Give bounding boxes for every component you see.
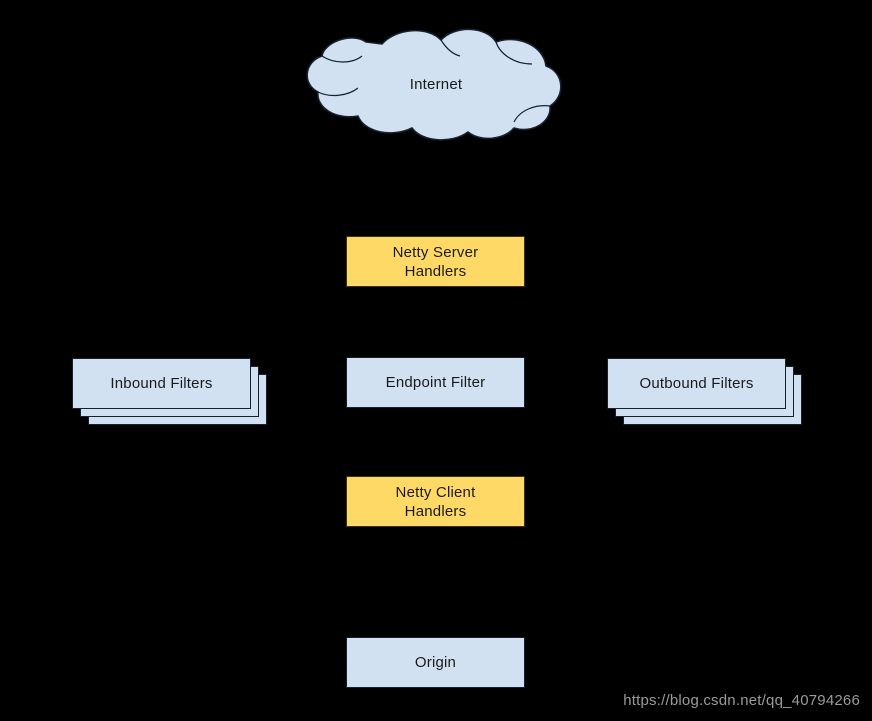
inbound-filters-layer-front[interactable]: Inbound Filters bbox=[72, 358, 251, 409]
node-origin[interactable]: Origin bbox=[346, 637, 525, 688]
node-inbound-filters[interactable]: Inbound Filters bbox=[72, 358, 267, 430]
node-outbound-filters[interactable]: Outbound Filters bbox=[607, 358, 802, 430]
outbound-filters-label: Outbound Filters bbox=[639, 375, 754, 392]
internet-cloud: Internet bbox=[300, 24, 568, 144]
node-endpoint-filter[interactable]: Endpoint Filter bbox=[346, 357, 525, 408]
node-netty-server-handlers[interactable]: Netty Server Handlers bbox=[346, 236, 525, 287]
node-label-line1: Netty Server bbox=[392, 243, 479, 261]
node-label-wrap: Netty Client Handlers bbox=[396, 483, 476, 521]
node-label-line2: Handlers bbox=[404, 502, 467, 520]
node-netty-client-handlers[interactable]: Netty Client Handlers bbox=[346, 476, 525, 527]
watermark-text: https://blog.csdn.net/qq_40794266 bbox=[623, 692, 860, 709]
node-label-wrap: Netty Server Handlers bbox=[393, 243, 479, 281]
endpoint-filter-label: Endpoint Filter bbox=[385, 374, 486, 391]
node-label-line2: Handlers bbox=[404, 262, 467, 280]
cloud-icon bbox=[306, 28, 562, 141]
inbound-filters-label: Inbound Filters bbox=[110, 375, 213, 392]
outbound-filters-layer-front[interactable]: Outbound Filters bbox=[607, 358, 786, 409]
node-label-line1: Netty Client bbox=[395, 483, 476, 501]
origin-label: Origin bbox=[414, 654, 457, 671]
